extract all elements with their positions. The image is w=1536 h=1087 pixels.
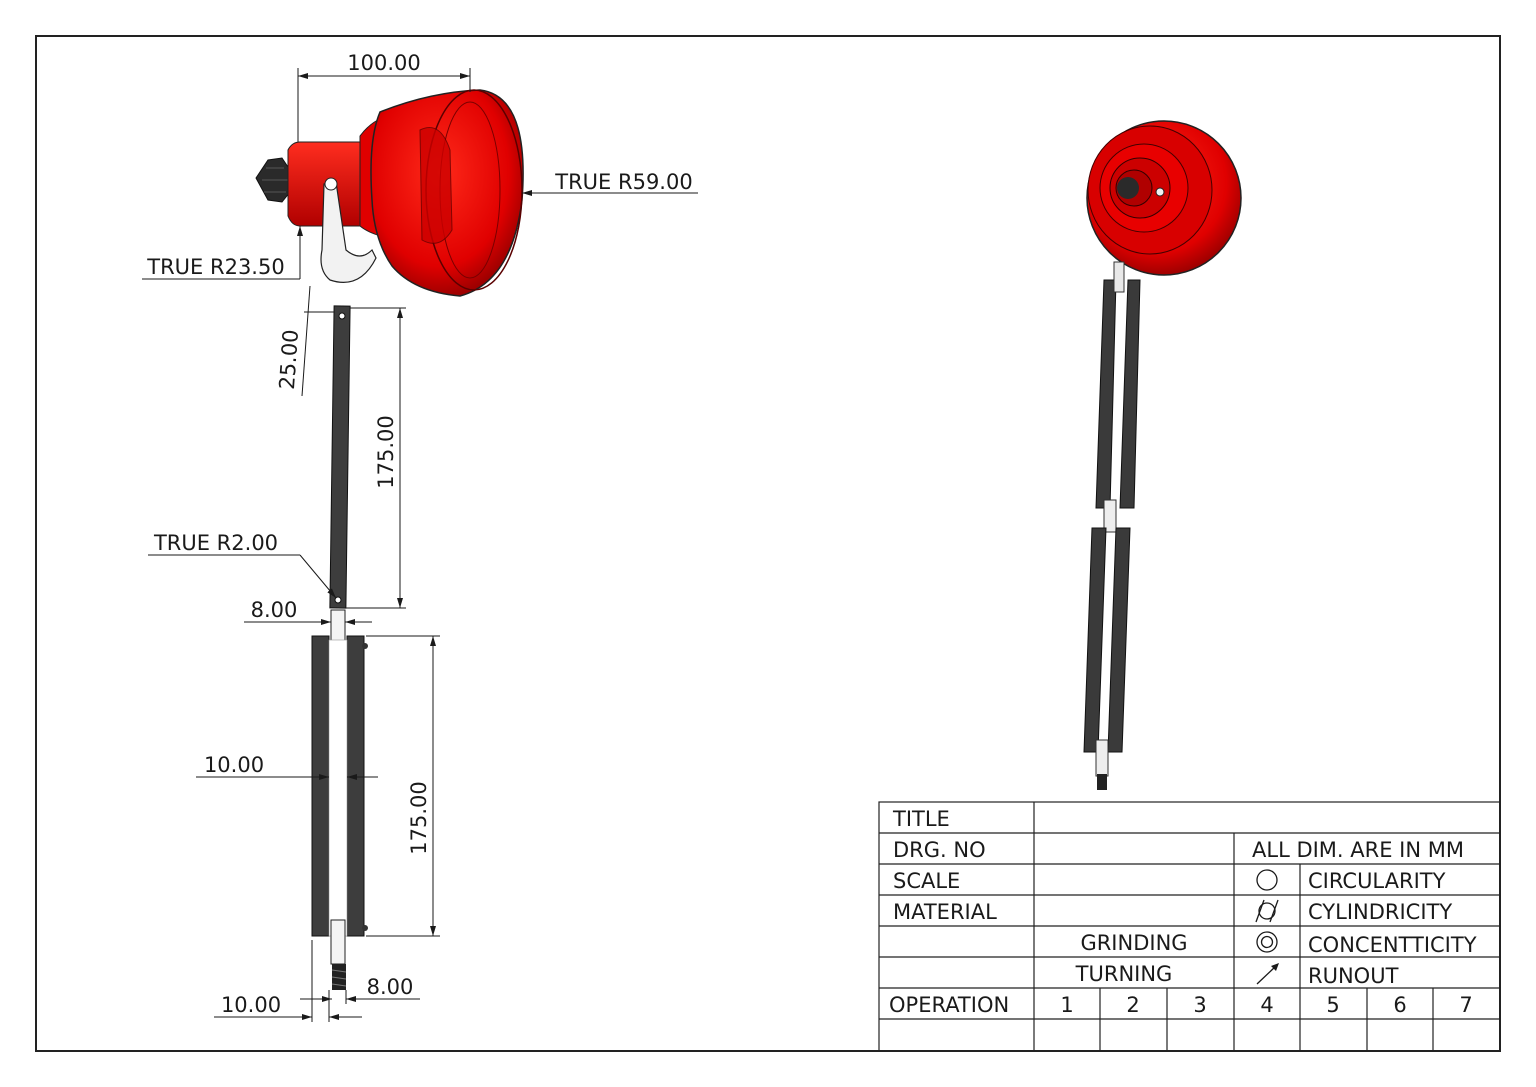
tb-units-note: ALL DIM. ARE IN MM (1252, 838, 1464, 862)
dim-arm-lower-length: 175.00 (407, 781, 431, 854)
clamp-bracket (320, 181, 377, 283)
tb-op-6: 6 (1393, 993, 1406, 1017)
drawing-border (35, 35, 1501, 1052)
title-block: TITLE DRG. NO SCALE MATERIAL OPERATION G… (878, 801, 1501, 1052)
runout-icon (1256, 963, 1279, 985)
iso-upper-arm (1095, 261, 1141, 509)
lower-arm-right (346, 635, 365, 937)
lamp-front-view (255, 89, 524, 990)
cylindricity-icon (1255, 899, 1279, 923)
tb-operation-label: OPERATION (889, 993, 1009, 1017)
tb-symbol-concentricity: CONCENTTICITY (1308, 933, 1477, 957)
tb-symbol-cylindricity: CYLINDRICITY (1308, 900, 1452, 924)
dim-base-width: 10.00 (221, 993, 281, 1017)
tb-material-label: MATERIAL (893, 900, 997, 924)
tb-symbol-runout: RUNOUT (1308, 964, 1399, 988)
tb-op-3: 3 (1193, 993, 1206, 1017)
tb-op-1: 1 (1060, 993, 1073, 1017)
dim-joint-width: 8.00 (251, 598, 298, 622)
tb-process-turning: TURNING (1075, 962, 1173, 986)
tb-symbol-circularity: CIRCULARITY (1308, 869, 1446, 893)
tb-process-grinding: GRINDING (1080, 931, 1187, 955)
lamp-isometric-view (1083, 120, 1242, 790)
dimension-annotations: 100.00 TRUE R59.00 TRUE R23.50 25.00 175… (142, 51, 698, 1022)
upper-arm (329, 305, 351, 609)
tb-op-5: 5 (1326, 993, 1339, 1017)
tb-op-2: 2 (1126, 993, 1139, 1017)
dim-arm-upper-length: 175.00 (374, 415, 398, 488)
dim-width-top: 100.00 (347, 51, 420, 75)
tb-title-label: TITLE (892, 807, 950, 831)
dim-base-shaft: 8.00 (367, 975, 414, 999)
tb-scale-label: SCALE (893, 869, 960, 893)
dim-clamp-offset: 25.00 (275, 329, 303, 391)
dim-arm-spacing: 10.00 (204, 753, 264, 777)
iso-lower-arm (1083, 527, 1131, 753)
circularity-icon (1256, 869, 1278, 891)
tb-op-4: 4 (1260, 993, 1273, 1017)
lower-arm-left (311, 635, 330, 937)
tb-drg-no-label: DRG. NO (893, 838, 986, 862)
dim-radius-pin: TRUE R2.00 (153, 531, 278, 555)
base-shaft (330, 919, 346, 965)
dim-radius-reflector: TRUE R59.00 (554, 170, 692, 194)
tb-op-7: 7 (1459, 993, 1472, 1017)
dim-radius-clamp: TRUE R23.50 (146, 255, 284, 279)
concentricity-icon (1256, 931, 1278, 953)
socket-knob (255, 157, 291, 203)
